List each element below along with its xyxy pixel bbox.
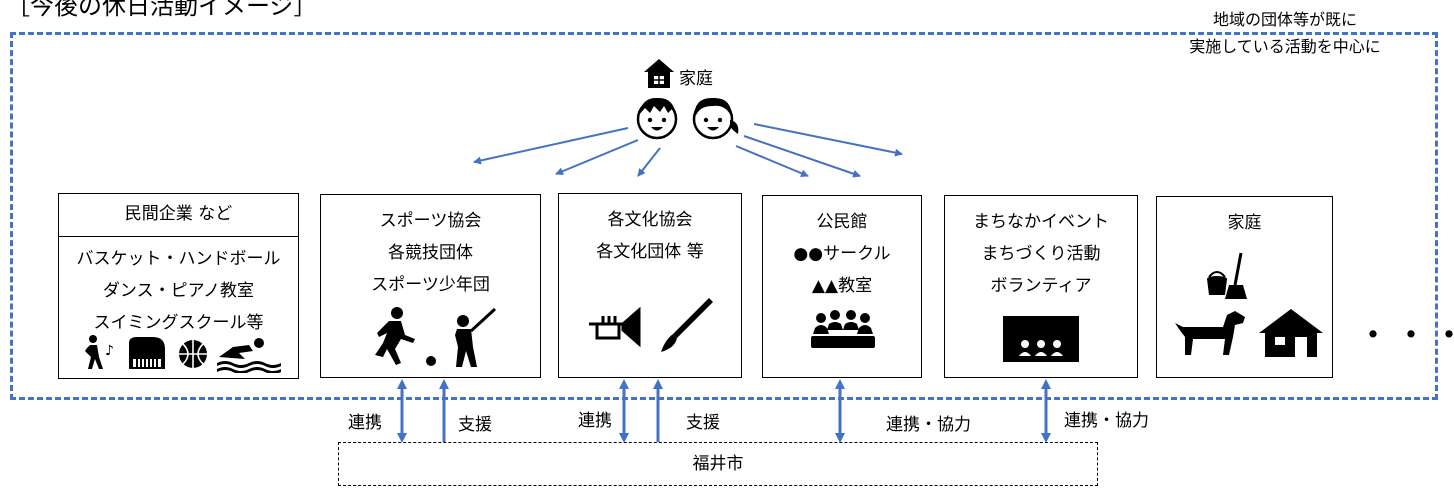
culture-icons: [585, 294, 715, 358]
box-private-line-2: ダンス・ピアノ教室: [102, 281, 255, 301]
house-icon: [642, 56, 676, 90]
family-icons: [1173, 307, 1325, 359]
arrow-to-sports: [555, 139, 639, 176]
city-label: 福井市: [692, 454, 744, 474]
arrow-to-town: [743, 135, 861, 178]
arrow-to-community: [735, 145, 809, 177]
sports-support-label: 支援: [458, 415, 492, 435]
house-icon-family: [1259, 309, 1323, 357]
baseball-player-icon: [455, 307, 497, 367]
box-private-header-label: 民間企業 など: [124, 204, 233, 224]
box-community-line-2: ●●サークル: [793, 244, 891, 264]
dog-icon: [1175, 311, 1245, 355]
dancer-icon: ♪: [85, 335, 114, 369]
town-link-label: 連携・協力: [1064, 411, 1149, 431]
frame-note-line-1: 地域の団体等が既に: [1212, 10, 1357, 29]
basketball-icon: [179, 340, 207, 368]
box-town-line-3: ボランティア: [990, 276, 1092, 296]
culture-support-label: 支援: [686, 413, 720, 433]
sports-icons: [371, 305, 501, 369]
community-link-label: 連携・協力: [886, 415, 971, 435]
box-sports-line-2: 各競技団体: [388, 243, 473, 263]
box-private-line-1: バスケット・ハンドボール: [76, 249, 281, 269]
piano-icon: [129, 337, 165, 369]
arrow-to-private: [473, 127, 629, 165]
svg-text:♪: ♪: [105, 343, 114, 359]
box-sports: スポーツ協会 各競技団体 スポーツ少年団: [320, 194, 541, 378]
paintbrush-icon: [661, 298, 713, 352]
meeting-icon: [811, 308, 875, 350]
girl-icon: [688, 92, 746, 144]
box-community-line-3: ▲▲教室: [811, 276, 873, 296]
activity-area-frame: [10, 32, 1438, 400]
box-town: まちなかイベント まちづくり活動 ボランティア: [944, 195, 1138, 378]
page-title: ［今後の休日活動イメージ］: [6, 0, 318, 20]
box-sports-line-3: スポーツ少年団: [371, 275, 490, 295]
box-culture-line-1: 各文化協会: [607, 210, 693, 230]
box-community: 公民館 ●●サークル ▲▲教室: [762, 195, 922, 378]
boy-icon: [632, 92, 682, 142]
box-family-line-1: 家庭: [1227, 213, 1262, 233]
arrow-to-culture: [637, 147, 661, 177]
more-ellipsis: ・・・: [1356, 316, 1454, 356]
swimmer-icon: [217, 338, 281, 373]
box-culture: 各文化協会 各文化団体 等: [558, 193, 742, 378]
event-stage-icon: [1003, 316, 1079, 362]
frame-note: 地域の団体等が既に 実施している活動を中心に: [1140, 6, 1430, 60]
box-town-line-2: まちづくり活動: [981, 244, 1101, 264]
home-label: 家庭: [679, 69, 713, 89]
city-box: 福井市: [338, 442, 1098, 486]
soccer-player-icon: [375, 307, 436, 366]
trumpet-icon: [589, 306, 641, 348]
box-sports-line-1: スポーツ協会: [379, 211, 482, 231]
box-town-line-1: まちなかイベント: [973, 212, 1109, 232]
box-family: 家庭: [1156, 196, 1333, 378]
box-culture-line-2: 各文化団体 等: [596, 242, 704, 262]
box-private: バスケット・ハンドボール ダンス・ピアノ教室 スイミングスクール等 ♪: [58, 236, 299, 379]
box-private-line-3: スイミングスクール等: [93, 313, 264, 333]
sports-coop-label: 連携: [348, 413, 382, 433]
cleaning-icon: [1203, 251, 1249, 301]
box-community-line-1: 公民館: [816, 212, 868, 232]
arrow-to-family: [753, 123, 903, 157]
frame-note-line-2: 実施している活動を中心に: [1189, 37, 1381, 56]
private-icons: ♪: [77, 333, 283, 373]
culture-coop-label: 連携: [578, 411, 612, 431]
